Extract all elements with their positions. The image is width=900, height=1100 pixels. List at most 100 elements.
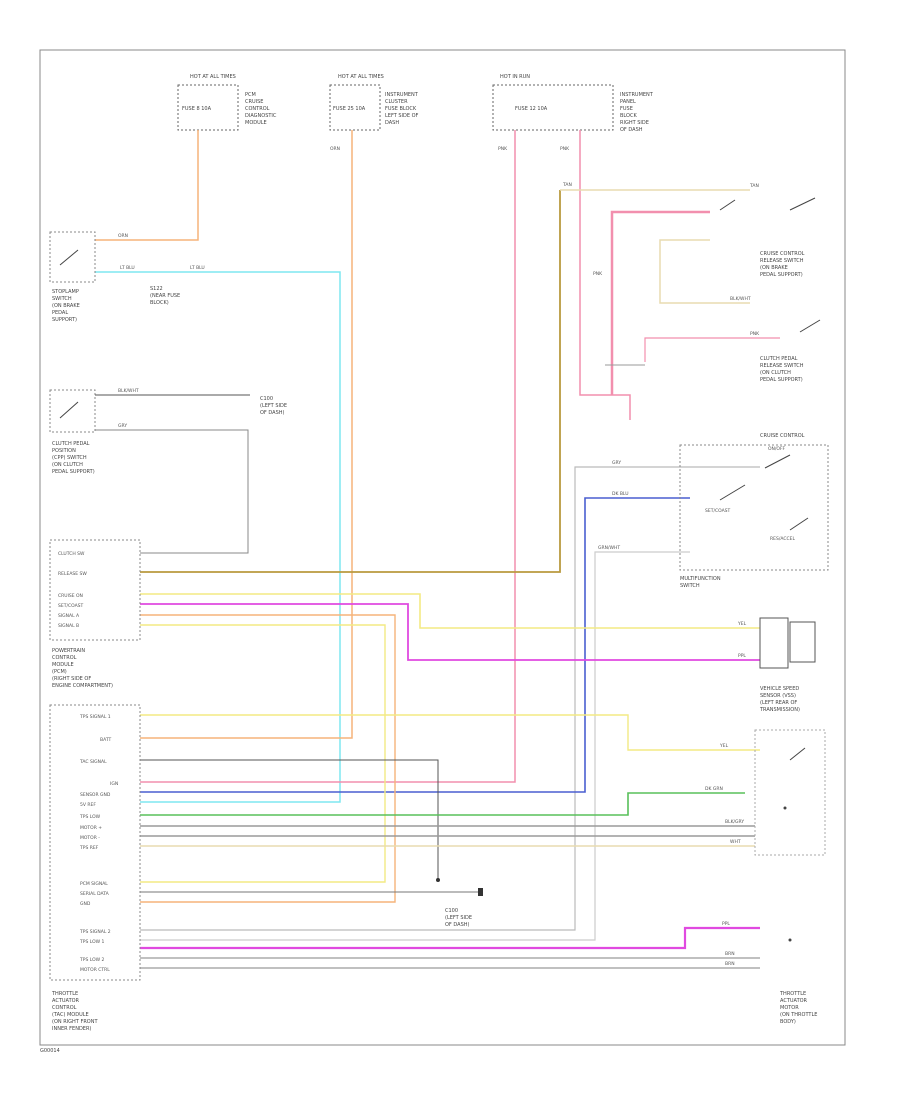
- fuse-2-title: HOT AT ALL TIMES: [338, 74, 384, 80]
- fuse-3-label: FUSE 12 10A: [515, 106, 548, 112]
- svg-text:CRUISE ON: CRUISE ON: [58, 593, 83, 599]
- stoplamp-switch-box: [49, 231, 96, 283]
- ground-note: C100 (LEFT SIDE OF DASH): [445, 908, 472, 928]
- svg-text:MOTOR CTRL: MOTOR CTRL: [80, 967, 110, 973]
- fuse-1-desc-1: CRUISE: [245, 99, 263, 105]
- svg-text:MOTOR: MOTOR: [780, 1005, 799, 1011]
- wire-label-wht-1: WHT: [730, 839, 741, 845]
- svg-text:TAC SIGNAL: TAC SIGNAL: [79, 759, 107, 765]
- splice-note: S122 (NEAR FUSE BLOCK): [150, 286, 180, 306]
- clutch-switch-contact: [59, 401, 79, 419]
- fuse-1-desc-2: CONTROL: [245, 106, 270, 112]
- svg-text:SUPPORT): SUPPORT): [52, 317, 77, 323]
- wire-label-tan-1: TAN: [562, 182, 572, 188]
- switch-set-contact: [719, 484, 746, 501]
- wire-label-blkwht-2: BLK/WHT: [118, 388, 139, 394]
- wire-label-orn-2: ORN: [330, 146, 340, 152]
- wire-label-pnk-4: PNK: [750, 331, 760, 337]
- svg-text:SWITCH: SWITCH: [52, 296, 72, 302]
- svg-text:GND: GND: [80, 901, 91, 907]
- multifunction-label: MULTIFUNCTION SWITCH: [680, 576, 721, 589]
- wire-orange-fuse1: [95, 130, 199, 241]
- fuse-2-desc-2: FUSE BLOCK: [385, 106, 417, 112]
- wire-label-grnwht-1: GRN/WHT: [598, 545, 620, 551]
- svg-text:(NEAR FUSE: (NEAR FUSE: [150, 293, 180, 299]
- wire-label-dkblu-1: DK BLU: [612, 491, 629, 497]
- fuse-3-desc-2: FUSE: [620, 106, 633, 112]
- svg-text:TPS SIGNAL 1: TPS SIGNAL 1: [79, 714, 111, 720]
- tps-box: [754, 729, 826, 856]
- wire-label-pnk-3: PNK: [593, 271, 603, 277]
- svg-text:(RIGHT SIDE OF: (RIGHT SIDE OF: [52, 676, 91, 682]
- fuse-2-desc-3: LEFT SIDE OF: [385, 113, 419, 119]
- fuse-2-desc-0: INSTRUMENT: [385, 92, 419, 98]
- stoplamp-switch-contact: [59, 249, 79, 266]
- svg-text:PEDAL: PEDAL: [52, 310, 68, 316]
- wire-pink-fuse3-b: [579, 130, 631, 420]
- ground-connector: [478, 888, 483, 896]
- cruise-release-contact: [789, 197, 816, 211]
- svg-text:SET/COAST: SET/COAST: [58, 603, 84, 609]
- stoplamp-switch-label: STOPLAMP SWITCH (ON BRAKE PEDAL SUPPORT): [52, 289, 80, 323]
- svg-text:MULTIFUNCTION: MULTIFUNCTION: [680, 576, 721, 582]
- fuse-1-desc-3: DIAGNOSTIC: [245, 113, 277, 119]
- svg-text:SERIAL DATA: SERIAL DATA: [80, 891, 110, 897]
- svg-text:TPS REF: TPS REF: [79, 845, 99, 851]
- svg-text:(ON RIGHT FRONT: (ON RIGHT FRONT: [52, 1019, 98, 1025]
- svg-text:ACTUATOR: ACTUATOR: [52, 998, 80, 1004]
- svg-text:RELEASE SW: RELEASE SW: [58, 571, 87, 577]
- tac-pin-labels: TPS SIGNAL 1 BATT TAC SIGNAL IGN SENSOR …: [79, 714, 118, 973]
- wire-tan: [140, 190, 561, 573]
- wire-gray-resume: [140, 551, 690, 941]
- wire-ppl-vss: [140, 603, 760, 661]
- fuse-3-desc-5: OF DASH: [620, 127, 643, 133]
- pcm-box: [49, 539, 141, 641]
- clutch-switch-box: [49, 389, 96, 433]
- fuse-3-box: [492, 84, 614, 131]
- fuse-3-title: HOT IN RUN: [500, 74, 530, 80]
- wire-label-pnk-1: PNK: [498, 146, 508, 152]
- motor-terminal: [788, 938, 792, 942]
- fuse-1-desc-0: PCM: [245, 92, 256, 98]
- tps-contact: [789, 747, 806, 761]
- tps-wiper: [783, 806, 787, 810]
- wire-label-ppl-1: PPL: [738, 653, 746, 659]
- fuse-block-2: HOT AT ALL TIMES FUSE 25 10A INSTRUMENT …: [329, 74, 419, 131]
- fuse-2-desc-1: CLUSTER: [385, 99, 408, 105]
- clutch-release-contact: [799, 319, 821, 333]
- cruise-release-label: CRUISE CONTROL RELEASE SWITCH (ON BRAKE …: [760, 251, 805, 278]
- svg-text:CONTROL: CONTROL: [52, 655, 77, 661]
- fuse-2-desc-4: DASH: [385, 120, 399, 126]
- wire-label-pnk-2: PNK: [560, 146, 570, 152]
- wire-label-brn-2: BRN: [725, 961, 735, 967]
- fuse-3-desc-0: INSTRUMENT: [620, 92, 654, 98]
- fuse-1-desc-4: MODULE: [245, 120, 267, 126]
- svg-text:INNER FENDER): INNER FENDER): [52, 1026, 91, 1032]
- svg-text:TPS SIGNAL 2: TPS SIGNAL 2: [79, 929, 111, 935]
- wire-clutch-to-pcm: [95, 429, 249, 554]
- wire-label-yel-1: YEL: [737, 621, 747, 627]
- wire-label-gry-2: GRY: [118, 423, 127, 429]
- cruise-release-contact-2: [719, 199, 736, 211]
- wire-pink-clutch-release: [644, 337, 780, 362]
- svg-text:PEDAL SUPPORT): PEDAL SUPPORT): [760, 377, 803, 383]
- fuse-1-label: FUSE 8 10A: [182, 106, 212, 112]
- svg-text:MODULE: MODULE: [52, 662, 74, 668]
- fuse-1-title: HOT AT ALL TIMES: [190, 74, 236, 80]
- svg-text:BLOCK): BLOCK): [150, 300, 169, 306]
- svg-text:SENSOR (VSS): SENSOR (VSS): [760, 693, 796, 699]
- fuse-3-desc-1: PANEL: [620, 99, 636, 105]
- svg-text:(LEFT SIDE: (LEFT SIDE: [260, 403, 287, 409]
- splice-point: [436, 878, 440, 882]
- svg-text:THROTTLE: THROTTLE: [779, 991, 806, 997]
- svg-text:5V REF: 5V REF: [80, 802, 96, 808]
- svg-text:CLUTCH PEDAL: CLUTCH PEDAL: [52, 441, 90, 447]
- wire-gray-onoff: [140, 466, 760, 931]
- svg-text:S122: S122: [150, 286, 163, 292]
- pcm-label: POWERTRAIN CONTROL MODULE (PCM) (RIGHT S…: [52, 648, 113, 689]
- vss-box: [759, 617, 789, 669]
- svg-text:BATT: BATT: [100, 737, 111, 743]
- diagram-frame: [39, 49, 846, 1046]
